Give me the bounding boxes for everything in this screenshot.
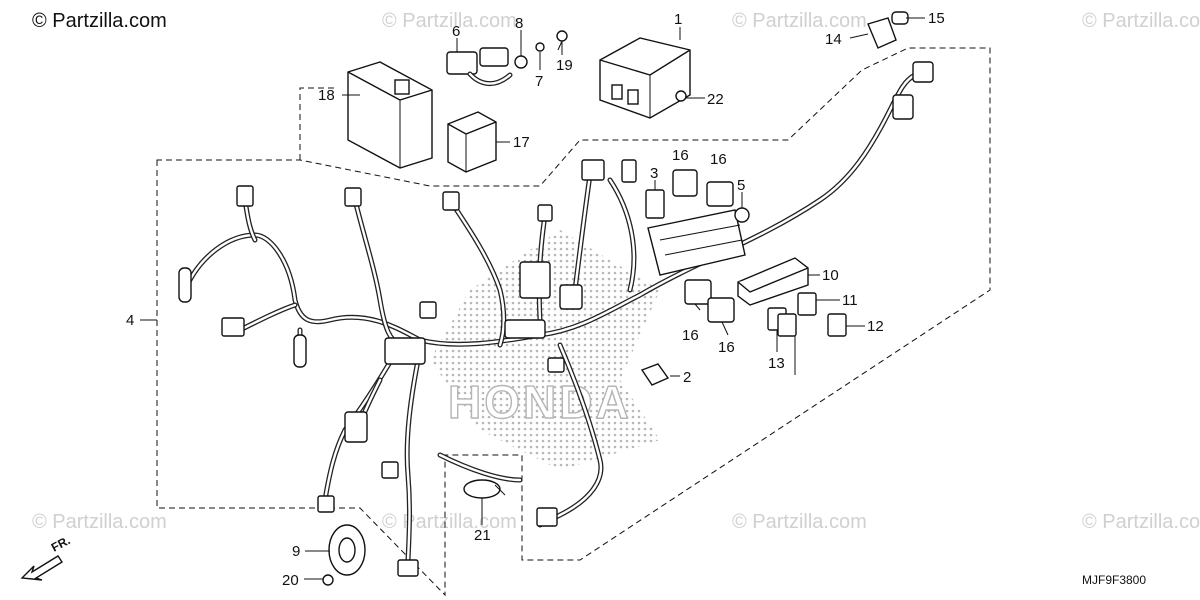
- front-direction-arrow: FR.: [20, 533, 73, 581]
- diagram-code: MJF9F3800: [1082, 573, 1146, 587]
- watermark: © Partzilla.com: [1082, 511, 1200, 533]
- callout-20: 20: [282, 572, 299, 589]
- callout-5: 5: [737, 177, 745, 194]
- part-18-ecu: [347, 61, 433, 169]
- callout-7: 7: [535, 73, 543, 90]
- part-11-fuse: [797, 292, 817, 316]
- callout-3: 3: [650, 165, 658, 182]
- callout-1: 1: [674, 11, 682, 28]
- part-17-module: [447, 111, 497, 173]
- watermark: © Partzilla.com: [382, 511, 517, 533]
- watermark: © Partzilla.com: [32, 511, 167, 533]
- watermark: © Partzilla.com: [382, 10, 517, 32]
- part-8-grommet: [514, 55, 528, 69]
- callout-2: 2: [683, 369, 691, 386]
- part-1-control-unit: [599, 37, 691, 119]
- watermark: © Partzilla.com: [732, 511, 867, 533]
- part-2-cap: [640, 363, 670, 386]
- part-7-collar: [535, 42, 545, 52]
- callout-15: 15: [928, 10, 945, 27]
- callout-16: 16: [710, 151, 727, 168]
- part-15-cap: [891, 11, 909, 25]
- part-21-band: [463, 479, 506, 499]
- part-5-cap: [734, 207, 750, 223]
- part-16-relay-b: [706, 181, 734, 207]
- part-10-fuse-box-cover: [737, 257, 809, 306]
- part-20-bolt: [322, 574, 334, 586]
- callout-9: 9: [292, 543, 300, 560]
- callout-10: 10: [822, 267, 839, 284]
- callout-11: 11: [842, 292, 858, 309]
- front-label: FR.: [49, 533, 73, 554]
- honda-brand-text: HONDA: [448, 376, 632, 428]
- part-16-relay-d: [707, 297, 735, 323]
- callouts: 1 2 3 4 5 6 7 8 9 10 11 12 13 14 15 16 1…: [126, 10, 945, 589]
- watermark: © Partzilla.com: [732, 10, 867, 32]
- part-16-relay-a: [672, 169, 698, 197]
- callout-6: 6: [452, 23, 460, 40]
- callout-16: 16: [718, 339, 735, 356]
- callout-21: 21: [474, 527, 491, 544]
- part-3-fuse: [645, 189, 665, 219]
- fuse-box: [647, 209, 746, 276]
- callout-22: 22: [707, 91, 724, 108]
- assembly-outline: [156, 47, 991, 597]
- watermark: © Partzilla.com: [1082, 10, 1200, 32]
- part-12-fuse: [827, 313, 847, 337]
- leader-lines: [140, 17, 925, 580]
- harness-connectors: [178, 61, 934, 577]
- part-6-sensor: [446, 47, 513, 86]
- callout-8: 8: [515, 15, 523, 32]
- callout-16: 16: [682, 327, 699, 344]
- callout-14: 14: [825, 31, 842, 48]
- callout-13: 13: [768, 355, 785, 372]
- shading-region: [430, 230, 660, 470]
- callout-16: 16: [672, 147, 689, 164]
- callout-12: 12: [867, 318, 884, 335]
- part-14-relay: [867, 17, 897, 49]
- part-22-bolt: [675, 90, 687, 102]
- callout-19: 19: [556, 57, 573, 74]
- part-16-relay-c: [684, 279, 712, 305]
- watermark-main: © Partzilla.com: [32, 10, 167, 32]
- ecu-outline: [299, 87, 338, 160]
- callout-4: 4: [126, 312, 134, 329]
- callout-17: 17: [513, 134, 530, 151]
- part-19-bolt: [556, 30, 568, 51]
- part-9-horn: [328, 524, 366, 576]
- callout-18: 18: [318, 87, 335, 104]
- part-13-fuse: [767, 307, 797, 337]
